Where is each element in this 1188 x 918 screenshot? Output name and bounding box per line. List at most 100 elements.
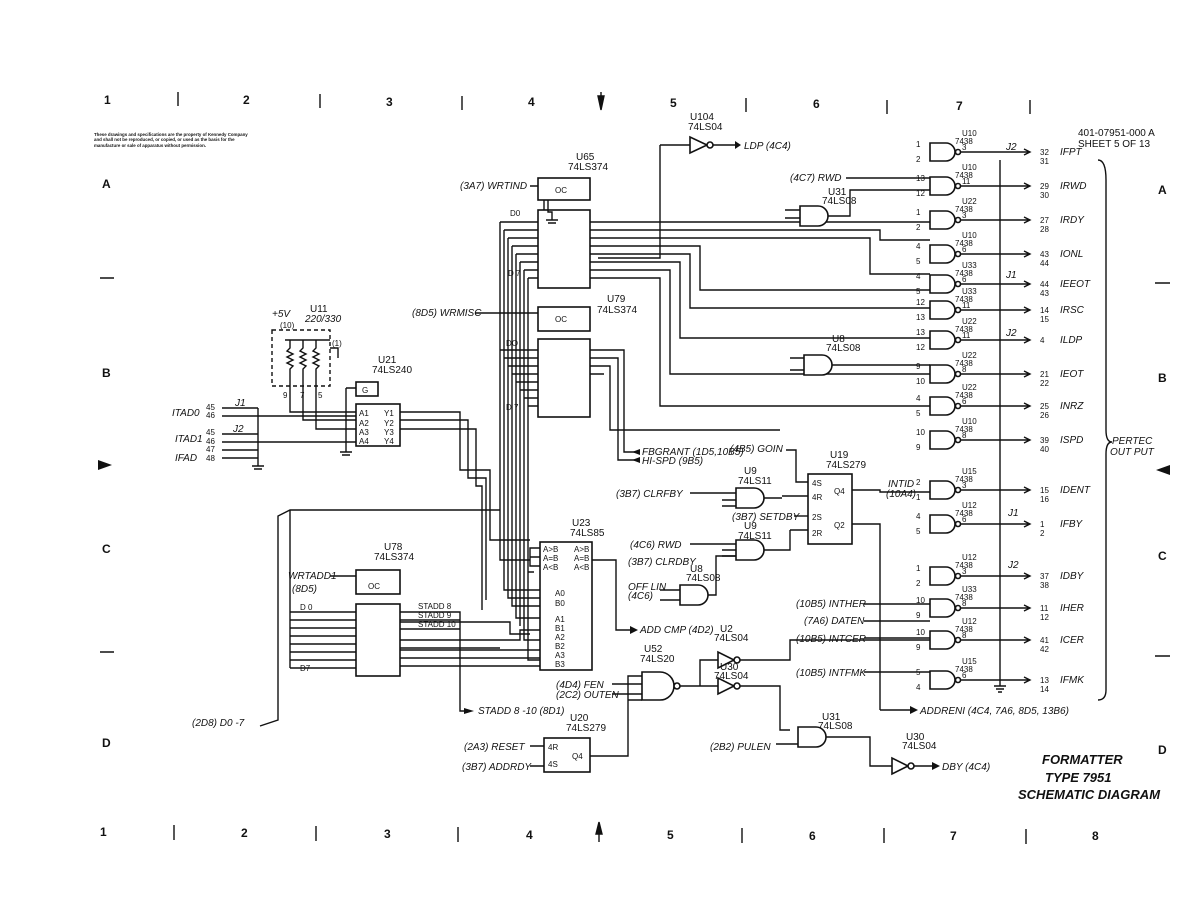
gate-6-in-a: 13: [916, 328, 925, 337]
reset-signal: (2A3) RESET: [464, 742, 525, 753]
gate-4-body: [929, 274, 956, 294]
sheet-number: SHEET 5 OF 13: [1078, 139, 1151, 150]
gate-9-pin2: 40: [1040, 445, 1049, 454]
gate-4-wire: [961, 280, 1032, 288]
gate-0-signal: IFPT: [1060, 147, 1083, 158]
gate-11-bubble: [954, 520, 962, 528]
gate-9-signal: ISPD: [1060, 435, 1083, 446]
gate-3-signal: IONL: [1060, 249, 1083, 260]
gate-15-in-b: 4: [916, 683, 921, 692]
gate-10-bubble: [954, 486, 962, 494]
u30b-ref: U30: [906, 732, 925, 743]
gate-10-pin2: 16: [1040, 495, 1049, 504]
addcmp-signal: ADD CMP (4D2): [639, 625, 714, 636]
gate-15-pin2: 14: [1040, 685, 1049, 694]
u79-register: U79 74LS374 OC (8D5) WRMISC DO D 7: [412, 294, 637, 418]
j2-low-label: J2: [1007, 560, 1019, 571]
gate-5-out: 11: [962, 301, 971, 310]
j1-low-label: J1: [1007, 508, 1019, 519]
j2-mid-label: J2: [1005, 328, 1017, 339]
zone-col-5-top: 5: [670, 96, 677, 110]
zone-col-1-bottom: 1: [100, 825, 107, 839]
gate-14-bubble: [954, 636, 962, 644]
stadd-bus: STADD 8 -10 (8D1): [478, 706, 565, 717]
u21-y4: Y4: [384, 437, 394, 446]
gate-5-in-b: 13: [916, 313, 925, 322]
gate-9-in-a: 10: [916, 428, 925, 437]
u19-latch: U19 74LS279 4S 4R 2S 2R Q4 Q2 (4B5) GOIN: [730, 444, 930, 710]
gate-5-wire: [961, 306, 1032, 314]
u52-ref: U52: [644, 644, 663, 655]
gate-9-wire: [961, 436, 1032, 444]
u2-inverter: U2 74LS04: [714, 624, 930, 670]
gate-6-wire: [961, 336, 1032, 344]
u23-aeb-in: A=B: [543, 554, 558, 563]
gate-15-pin: 13: [1040, 676, 1049, 685]
arrow-up-marker: [595, 821, 603, 842]
gate-4-in-a: 4: [916, 272, 921, 281]
arrow-right-marker: [98, 460, 112, 470]
u23-a3: A3: [555, 651, 565, 660]
u78-oc: OC: [368, 582, 380, 591]
gate-6-ref: U22: [962, 317, 977, 326]
goin-signal: (4B5) GOIN: [730, 444, 784, 455]
gate-11-pin2: 2: [1040, 529, 1045, 538]
zone-row-a-left: A: [102, 177, 111, 191]
u9-and-gates: U9 74LS11 (3B7) CLRFBY (3B7) SETDBY U9 7…: [616, 466, 808, 561]
gate-12-pin: 37: [1040, 572, 1049, 581]
u23-agb-in: A>B: [543, 545, 558, 554]
zone-col-3-top: 3: [386, 95, 393, 109]
u31-and-top: U31 74LS08 (4C7) RWD: [785, 173, 930, 227]
gate-14-pin: 41: [1040, 636, 1049, 645]
u21-a2: A2: [359, 419, 369, 428]
gate-13-pin2: 12: [1040, 613, 1049, 622]
gate-8-pin2: 26: [1040, 411, 1049, 420]
gate-7-out: 8: [962, 365, 967, 374]
pulen-signal: (2B2) PULEN: [710, 742, 771, 753]
gate-1-signal: IRWD: [1060, 181, 1086, 192]
gate-2-ref: U22: [962, 197, 977, 206]
arrow-down-marker: [597, 92, 605, 111]
u79-ref: U79: [607, 294, 626, 305]
gate-3-out: 6: [962, 245, 967, 254]
gate-14-wire: [961, 636, 1032, 644]
intcer-signal: (10B5) INTCER: [796, 634, 866, 645]
zone-markers-right: A B C D: [1155, 183, 1170, 757]
u21-type: 74LS240: [372, 365, 412, 376]
gate-8-out: 6: [962, 397, 967, 406]
rwd2-signal: (4C6) RWD: [630, 540, 681, 551]
u11-ref: U11: [310, 304, 328, 315]
pertec-label-1: PERTEC: [1112, 436, 1153, 447]
itad0-signal: ITAD0: [172, 408, 200, 419]
u19-4s: 4S: [812, 479, 822, 488]
gate-5-pin2: 15: [1040, 315, 1049, 324]
zone-markers-top: 1 2 3 4 5 6 7: [104, 92, 1031, 114]
gate-4-ref: U33: [962, 261, 977, 270]
u65-d0-label: D0: [510, 209, 521, 218]
gate-10-in-b: 1: [916, 493, 921, 502]
u23-agb-out: A>B: [574, 545, 589, 554]
u20-q4: Q4: [572, 752, 583, 761]
gate-8-pin: 25: [1040, 402, 1049, 411]
zone-col-4-bottom: 4: [526, 828, 533, 842]
gate-2-wire: [961, 216, 1032, 224]
gate-5-ref: U33: [962, 287, 977, 296]
u11-value: 220/330: [304, 314, 342, 325]
u65-ref: U65: [576, 152, 595, 163]
u2-ref: U2: [720, 624, 733, 635]
gate-1-out: 11: [962, 177, 971, 186]
u8-and-lower: (3B7) CLRDBY U8 74LS08 OFF LIN (4C6): [628, 555, 736, 606]
gate-7-signal: IEOT: [1060, 369, 1084, 380]
gate-3-in-a: 4: [916, 242, 921, 251]
gate-5-in-a: 12: [916, 298, 925, 307]
gate-10-body: [929, 480, 956, 500]
gate-14-type: 7438: [955, 625, 973, 634]
interrupt-inputs: INTID (10A4) (10B5) INTHER (7A6) DATEN (…: [796, 479, 1069, 717]
gate-2-pin: 27: [1040, 216, 1049, 225]
wrmisc-signal: (8D5) WRMISC: [412, 308, 482, 319]
title-line-1: FORMATTER: [1042, 752, 1123, 767]
u9b-ref: U9: [744, 521, 757, 532]
gate-1-in-b: 12: [916, 189, 925, 198]
gate-14-out: 8: [962, 631, 967, 640]
